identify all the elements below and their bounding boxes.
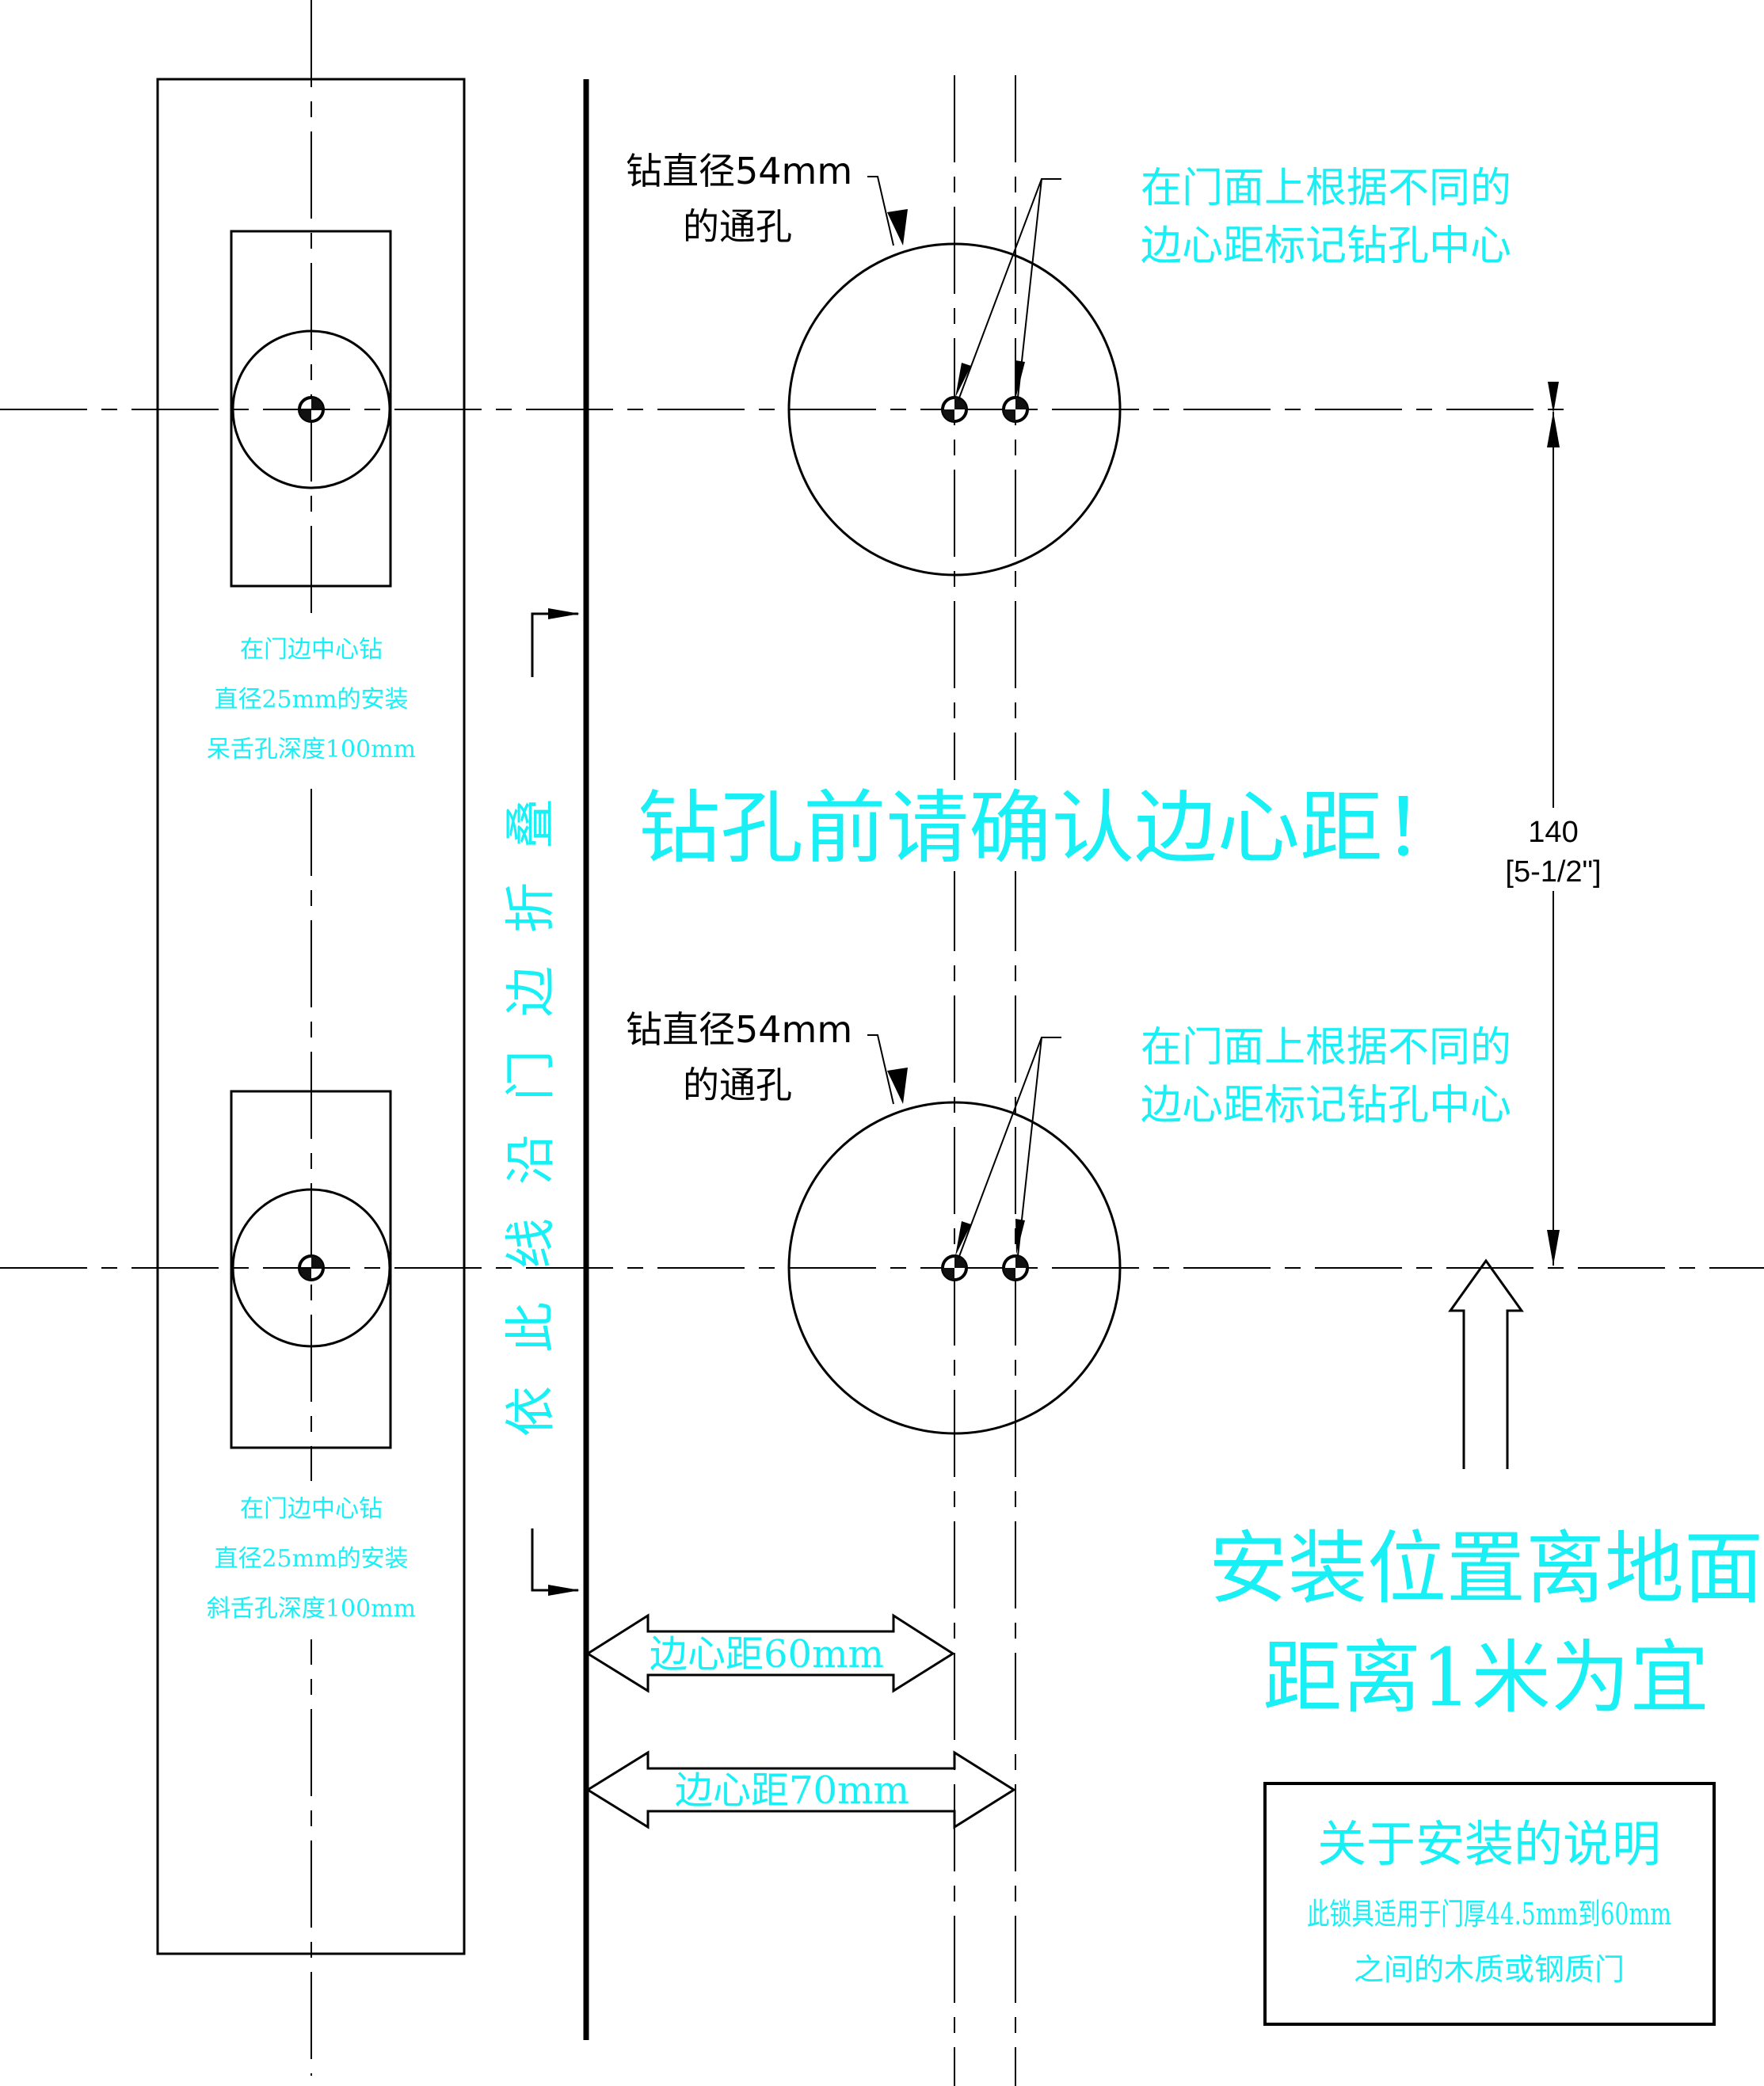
leader-arrowhead-icon	[955, 363, 971, 398]
upper-center-leader	[958, 178, 1061, 401]
lower-hole-label-line: 钻直径54mm	[626, 1008, 852, 1051]
lower-center-leader	[958, 1037, 1061, 1259]
info-box-title: 关于安装的说明	[1317, 1815, 1661, 1873]
face-template: 钻直径54mm 的通孔 在门面上根据不同的 边心距标记钻孔中心 钻直径54mm …	[626, 75, 1511, 2086]
latch-note-line: 在门边中心钻	[240, 1495, 383, 1523]
double-arrow-icon	[585, 1750, 1016, 1829]
center-mark-icon	[941, 1254, 968, 1281]
edge-strip-outline	[156, 78, 466, 1955]
height-dimension: 140 [5-1/2"]	[1505, 382, 1602, 1266]
note-backdrop	[202, 1481, 421, 1639]
backset-70-arrow: 边心距70mm	[585, 1750, 1016, 1829]
fold-marker-top-arrow-icon	[531, 608, 580, 677]
leader-arrowhead-icon	[887, 209, 908, 246]
center-mark-icon	[1002, 1254, 1029, 1281]
info-box-border	[1263, 1782, 1716, 2026]
fold-text-backdrop	[491, 737, 570, 1449]
lower-center-leader	[1017, 1037, 1042, 1257]
upper-hole-leader	[867, 176, 894, 246]
leader-arrowhead-icon	[887, 1068, 908, 1104]
warning-backdrop	[634, 780, 1473, 871]
upper-54mm-bore-circle	[787, 242, 1122, 577]
dimension-imperial: [5-1/2"]	[1505, 855, 1601, 889]
edge-template: 在门边中心钻 直径25mm的安装 呆舌孔深度100mm 在门边中心钻 直径25m…	[156, 0, 466, 2076]
height-note-line: 安装位置离地面	[1209, 1522, 1763, 1615]
latch-note-line: 斜舌孔深度100mm	[207, 1595, 416, 1623]
center-mark-icon	[941, 396, 968, 423]
leader-arrowhead-icon	[955, 1221, 971, 1256]
deadbolt-note-line: 直径25mm的安装	[214, 686, 408, 714]
height-note-line: 距离1米为宜	[1263, 1631, 1709, 1724]
info-box: 关于安装的说明 此锁具适用于门厚44.5mm到60mm 之间的木质或钢质门	[1263, 1782, 1716, 2026]
backset-60-arrow: 边心距60mm	[585, 1613, 955, 1693]
dimension-arrow-up-icon	[1547, 412, 1560, 447]
fold-marker-bottom-arrow-icon	[531, 1528, 580, 1596]
lower-hole-label-line: 的通孔	[683, 1064, 792, 1106]
upper-hole-label-line: 钻直径54mm	[626, 150, 852, 192]
fold-instruction: 依此线沿门边折叠	[502, 765, 561, 1437]
backset-60-label: 边心距60mm	[650, 1632, 884, 1677]
lower-hole-leader	[867, 1034, 894, 1105]
center-mark-icon	[1002, 396, 1029, 423]
deadbolt-note-line: 呆舌孔深度100mm	[207, 736, 416, 763]
info-box-line: 之间的木质或钢质门	[1354, 1952, 1625, 1987]
backset-70-label: 边心距70mm	[675, 1768, 909, 1813]
lower-54mm-bore-circle	[787, 1101, 1122, 1435]
double-arrow-icon	[585, 1613, 955, 1693]
note-backdrop	[202, 622, 421, 780]
dimension-value: 140	[1528, 816, 1578, 849]
floor-height-up-arrow-icon	[1448, 1258, 1524, 1469]
info-box-line: 此锁具适用于门厚44.5mm到60mm	[1307, 1897, 1671, 1932]
leader-arrowhead-icon	[1015, 1219, 1025, 1254]
upper-center-note-line: 边心距标记钻孔中心	[1141, 223, 1511, 270]
upper-hole-label-line: 的通孔	[683, 205, 792, 248]
upper-center-leader	[1017, 178, 1042, 398]
lower-center-note-line: 边心距标记钻孔中心	[1141, 1082, 1511, 1129]
upper-center-note-line: 在门面上根据不同的	[1141, 165, 1511, 212]
lower-center-note-line: 在门面上根据不同的	[1141, 1024, 1511, 1072]
dimension-arrow-down-icon	[1547, 1230, 1560, 1266]
latch-note-line: 直径25mm的安装	[214, 1545, 408, 1573]
leader-arrowhead-icon	[1015, 360, 1025, 396]
deadbolt-note-line: 在门边中心钻	[240, 636, 383, 664]
warning-text: 钻孔前请确认边心距！	[638, 782, 1465, 874]
